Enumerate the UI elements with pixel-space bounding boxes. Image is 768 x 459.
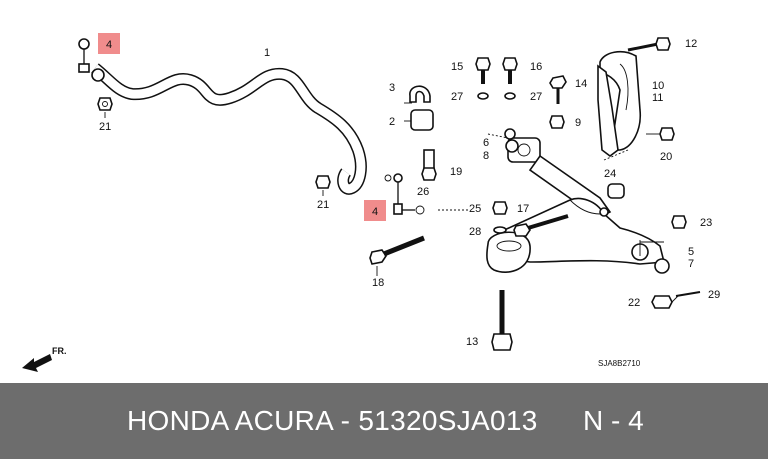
bolt-12 — [627, 37, 671, 52]
nut-21-left — [97, 97, 113, 118]
callout-29: 29 — [708, 289, 720, 301]
bolt-17 — [492, 201, 569, 237]
callout-14: 14 — [575, 78, 587, 90]
callout-27-left: 27 — [451, 91, 463, 103]
leader-lines — [438, 133, 664, 256]
callout-23: 23 — [700, 217, 712, 229]
highlight-box-4-mid — [364, 200, 386, 221]
nut-21-right — [315, 175, 331, 196]
callout-5: 5 — [688, 246, 694, 258]
callout-15: 15 — [451, 61, 463, 73]
stabilizer-bar — [91, 63, 367, 195]
nut-20 — [646, 127, 675, 141]
diagram-code: SJA8B2710 — [598, 359, 641, 368]
bolt-14-nut-9 — [549, 75, 567, 129]
callout-28: 28 — [469, 226, 481, 238]
parts-diagram: 4 4 1 21 21 3 2 19 26 18 15 16 27 27 14 … — [22, 33, 720, 372]
callout-7: 7 — [688, 258, 694, 270]
callout-1: 1 — [264, 47, 270, 59]
callout-8: 8 — [483, 150, 489, 162]
nut-23 — [671, 215, 687, 229]
callout-11: 11 — [652, 92, 663, 104]
callout-19: 19 — [450, 166, 462, 178]
front-direction-label: FR. — [52, 346, 67, 356]
callout-17: 17 — [517, 203, 529, 215]
stabilizer-link-left — [78, 38, 105, 82]
callout-16: 16 — [530, 61, 542, 73]
nut-22-pin-29 — [651, 291, 701, 309]
callout-25: 25 — [469, 203, 481, 215]
bolt-18 — [369, 235, 425, 276]
bolts-15-16 — [475, 57, 518, 100]
callout-2: 2 — [389, 116, 395, 128]
callout-12: 12 — [685, 38, 697, 50]
callout-10: 10 — [652, 80, 664, 92]
part-number-title: HONDA ACURA - 51320SJA013 — [127, 405, 538, 436]
bushing-and-bracket — [404, 85, 437, 181]
callout-21-left: 21 — [99, 121, 111, 133]
upper-arm-10-11 — [597, 50, 642, 157]
stabilizer-link-right — [384, 173, 425, 215]
callout-6: 6 — [483, 137, 489, 149]
footer-bar: HONDA ACURA - 51320SJA013 N - 4 — [0, 383, 768, 459]
callout-24: 24 — [604, 168, 616, 180]
callout-27-right: 27 — [530, 91, 542, 103]
callout-21-right: 21 — [317, 199, 329, 211]
callout-4-top: 4 — [106, 39, 112, 51]
front-direction-arrow: FR. — [22, 346, 67, 372]
callout-4-mid: 4 — [372, 206, 378, 218]
callout-3: 3 — [389, 82, 395, 94]
callout-20: 20 — [660, 151, 672, 163]
page-number: N - 4 — [583, 405, 644, 436]
callout-18: 18 — [372, 277, 384, 289]
highlight-box-4-top — [98, 33, 120, 54]
bolt-13 — [491, 290, 513, 351]
callout-13: 13 — [466, 336, 478, 348]
callout-26: 26 — [417, 186, 429, 198]
callout-9: 9 — [575, 117, 581, 129]
callout-22: 22 — [628, 297, 640, 309]
